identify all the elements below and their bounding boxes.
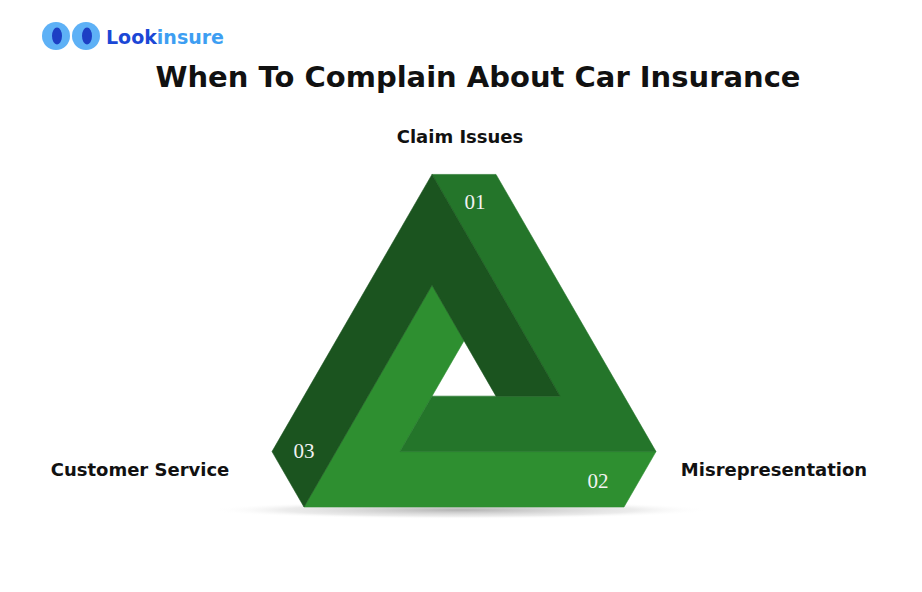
category-label: Claim Issues	[397, 127, 524, 147]
callout-number: 01	[465, 191, 486, 214]
triangle-face-dark	[272, 174, 560, 507]
diagram-title: When To Complain About Car Insurance	[155, 62, 800, 94]
logo-circle	[42, 22, 70, 50]
logo-eye	[52, 28, 62, 45]
callout-number: 03	[294, 440, 315, 463]
logo-mark	[42, 22, 100, 50]
logo-eye	[82, 28, 92, 45]
logo-word: Look	[106, 27, 157, 48]
callout-number: 02	[588, 470, 609, 493]
category-label: Customer Service	[51, 460, 230, 480]
logo-circle	[72, 22, 100, 50]
category-label: Misrepresentation	[681, 460, 867, 480]
logo-word: insure	[157, 27, 224, 48]
penrose-triangle	[272, 174, 656, 507]
